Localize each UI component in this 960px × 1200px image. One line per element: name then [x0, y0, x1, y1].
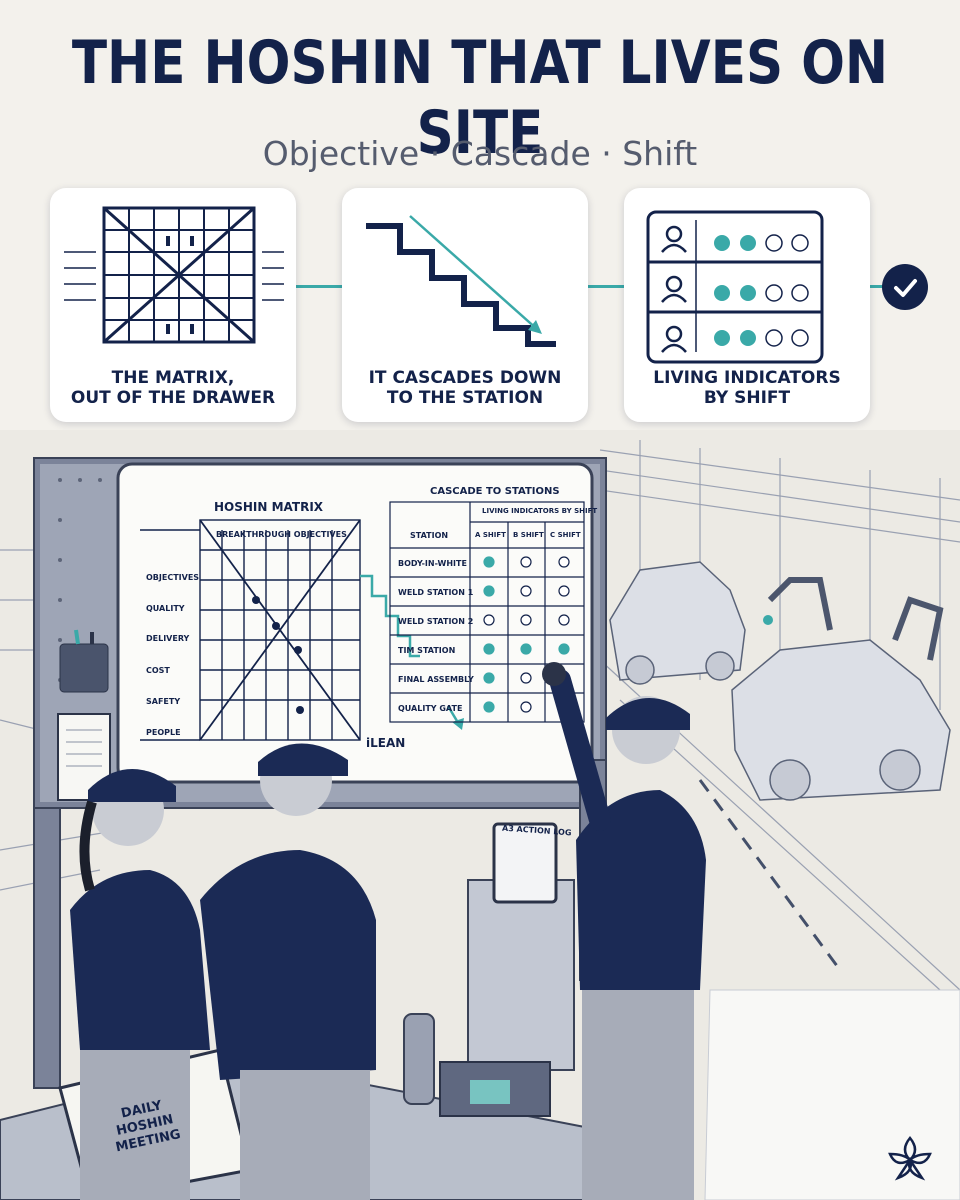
card-shift: LIVING INDICATORS BY SHIFT [624, 188, 870, 422]
factory-scene [0, 430, 960, 1200]
connector-line [574, 285, 626, 288]
board-brand: iLEAN [366, 736, 406, 750]
shift-indicator-dot [483, 701, 495, 713]
shift-header: A SHIFT [475, 531, 506, 539]
matrix-icon [64, 206, 284, 344]
station-name: WELD STATION 1 [398, 588, 474, 597]
worker-right [542, 662, 706, 1200]
worker-center [200, 743, 376, 1200]
shift-indicator-dot [483, 556, 495, 568]
shift-indicator-dot [520, 701, 532, 713]
matrix-row-label: QUALITY [146, 604, 185, 613]
card-label: IT CASCADES DOWN TO THE STATION [368, 368, 562, 408]
station-name: WELD STATION 2 [398, 617, 474, 626]
shift-header: C SHIFT [550, 531, 581, 539]
cascade-stairs-icon [366, 215, 556, 347]
shift-indicator-dot [520, 556, 532, 568]
shift-indicators-icon [646, 210, 824, 364]
logo-flower-icon [888, 1136, 932, 1181]
check-icon [882, 264, 928, 310]
shift-indicator-dot [558, 614, 570, 626]
pen-holder [59, 643, 109, 693]
matrix-header: BREAKTHROUGH OBJECTIVES [216, 530, 347, 539]
matrix-title: HOSHIN MATRIX [214, 500, 324, 514]
workstation-cart [467, 879, 575, 1071]
water-bottle [403, 1013, 435, 1105]
shift-indicator-dot [520, 585, 532, 597]
station-header: STATION [410, 531, 449, 540]
cascade-title: CASCADE TO STATIONS [430, 486, 560, 497]
connector-line [296, 285, 344, 288]
page-subtitle: Objective · Cascade · Shift [262, 134, 698, 173]
station-name: FINAL ASSEMBLY [398, 675, 474, 684]
a3-action-log [492, 822, 558, 904]
card-label: THE MATRIX, OUT OF THE DRAWER [70, 368, 276, 408]
matrix-row-label: PEOPLE [146, 728, 181, 737]
shift-indicator-dot [558, 585, 570, 597]
matrix-row-label: COST [146, 666, 170, 675]
station-name: QUALITY GATE [398, 704, 463, 713]
indicator-header: LIVING INDICATORS BY SHIFT [482, 507, 598, 515]
car-body-icon [609, 561, 951, 801]
matrix-row-label: SAFETY [146, 697, 181, 706]
shift-indicator-dot [483, 672, 495, 684]
matrix-row-label: DELIVERY [146, 634, 190, 643]
card-matrix: THE MATRIX, OUT OF THE DRAWER [50, 188, 296, 422]
station-name: BODY-IN-WHITE [398, 559, 467, 568]
matrix-row-label: OBJECTIVES [146, 573, 200, 582]
shift-indicator-dot [483, 614, 495, 626]
shift-indicator-dot [520, 614, 532, 626]
page-title: THE HOSHIN THAT LIVES ON SITE [71, 28, 889, 168]
card-label: LIVING INDICATORS BY SHIFT [653, 368, 841, 408]
shift-indicator-dot [520, 672, 532, 684]
station-name: TIM STATION [398, 646, 456, 655]
card-cascade: IT CASCADES DOWN TO THE STATION [342, 188, 588, 422]
robot-arm-icon [767, 577, 944, 661]
shift-indicator-dot [483, 585, 495, 597]
shift-indicator-dot [483, 643, 495, 655]
shift-indicator-dot [558, 643, 570, 655]
shift-indicator-dot [520, 643, 532, 655]
shift-indicator-dot [558, 556, 570, 568]
shift-header: B SHIFT [513, 531, 544, 539]
worker-left [70, 768, 210, 1200]
